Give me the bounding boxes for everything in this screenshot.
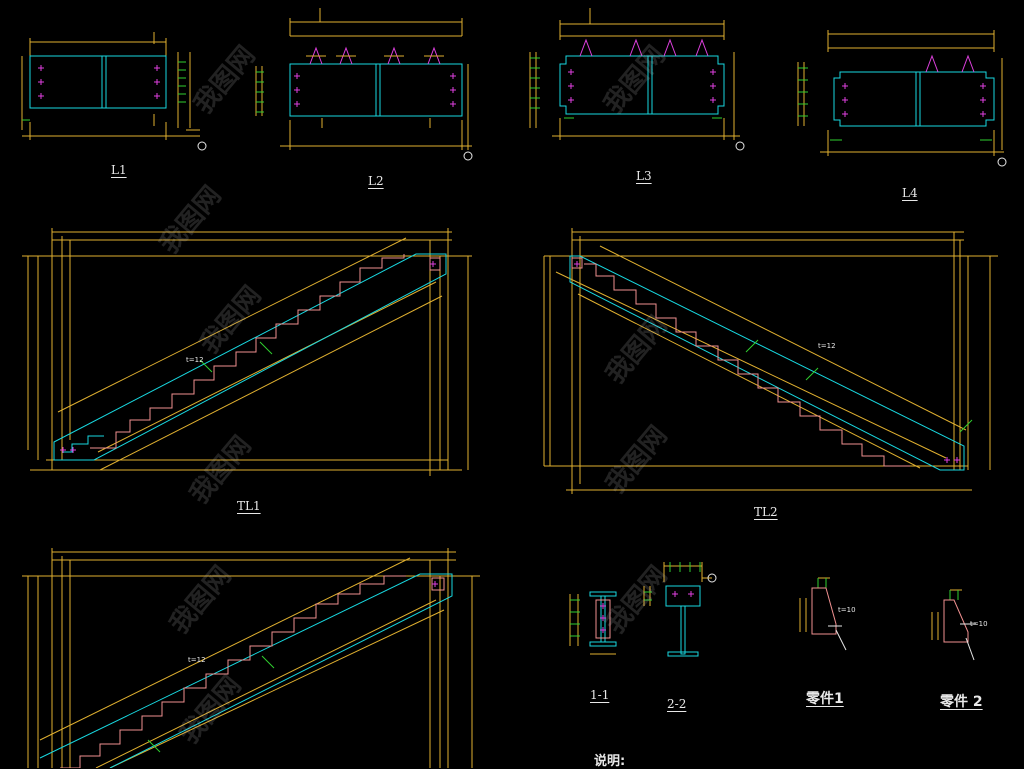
tl2-title: TL2 — [754, 505, 778, 519]
l2-title: L2 — [368, 174, 384, 188]
part-2-title: 零件 2 — [940, 694, 983, 710]
section-2-2-drawing — [643, 562, 717, 657]
section-1-1-title: 1-1 — [590, 688, 610, 702]
notes-heading: 说明: — [594, 754, 626, 769]
stair-tl3-drawing — [22, 548, 480, 768]
beam-l3-drawing — [529, 8, 745, 151]
part-1-drawing — [799, 577, 847, 651]
stair-tl1-drawing — [22, 228, 472, 476]
tl1-thickness-note: t=12 — [186, 356, 204, 364]
section-1-1-drawing — [569, 591, 617, 655]
tl3-thickness-note: t=12 — [188, 656, 206, 664]
l4-title: L4 — [902, 186, 918, 200]
part-1-title: 零件1 — [806, 691, 844, 707]
beam-l4-drawing — [797, 30, 1007, 167]
beam-l2-drawing — [255, 8, 473, 161]
part-2-drawing — [931, 589, 976, 661]
part-2-thickness-note: t=10 — [970, 620, 988, 628]
section-2-2-title: 2-2 — [667, 697, 687, 711]
beam-l1-drawing — [21, 32, 207, 151]
l1-title: L1 — [111, 163, 127, 177]
l3-title: L3 — [636, 169, 652, 183]
tl2-thickness-note: t=12 — [818, 342, 836, 350]
part-1-thickness-note: t=10 — [838, 606, 856, 614]
tl1-title: TL1 — [237, 499, 261, 513]
stair-tl2-drawing — [543, 228, 998, 494]
